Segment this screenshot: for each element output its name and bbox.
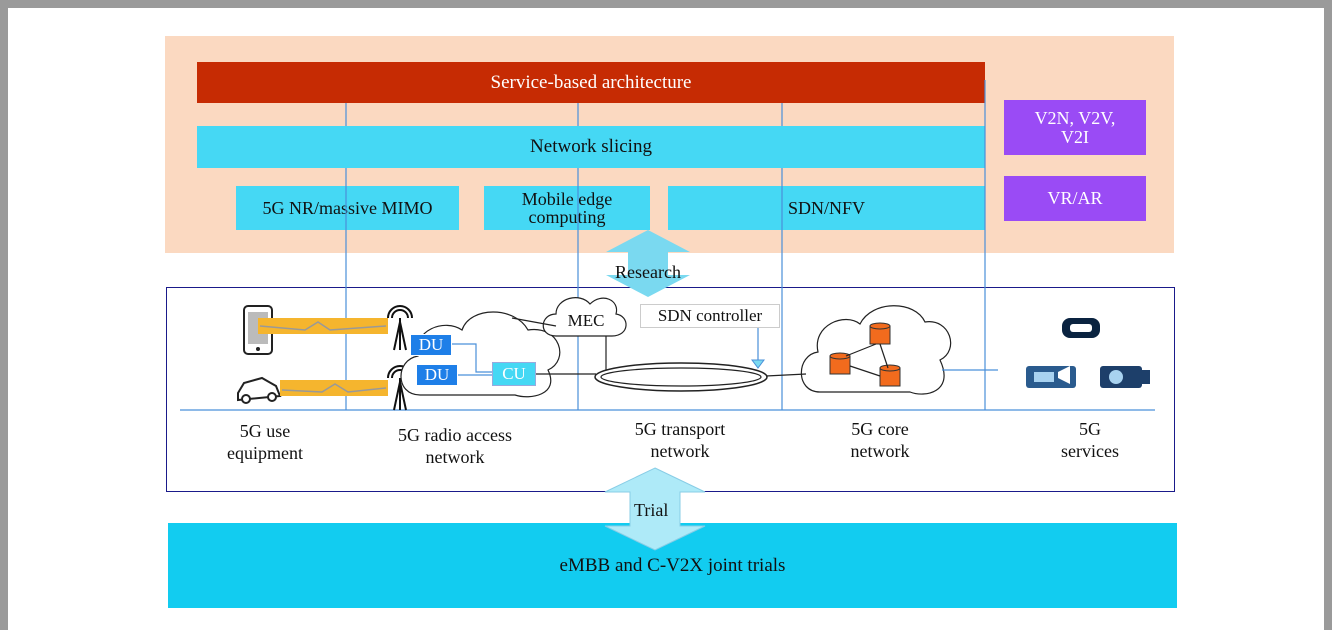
transport-core-link [765, 373, 807, 377]
mec-box-line1: Mobile edge [521, 189, 613, 209]
radio-link-car [280, 380, 388, 396]
antenna-tower-top [387, 305, 413, 351]
du-box-bottom: DU [416, 364, 458, 386]
database-links [845, 343, 889, 377]
antenna-tower-bottom [387, 365, 413, 411]
mec-box-line2: computing [528, 207, 606, 227]
car-icon [237, 376, 282, 404]
v2x-box: V2N, V2V, V2I [1004, 100, 1146, 155]
sdn-controller-box: SDN controller [640, 304, 780, 328]
mec-cloud [542, 297, 627, 337]
segment-label-transport: 5G transport network [605, 418, 755, 462]
nr-mimo-box: 5G NR/massive MIMO [236, 186, 459, 230]
mec-cloud-label: MEC [567, 311, 605, 330]
database-icon [879, 364, 901, 387]
mobile-edge-computing-box: Mobile edge computing [484, 186, 650, 230]
camera-icon [1100, 366, 1150, 388]
segment-transport-line2: network [650, 441, 710, 461]
cu-box: CU [492, 362, 536, 386]
guide-lines [180, 80, 1155, 411]
segment-ran-line1: 5G radio access [398, 425, 512, 445]
v2x-car-icon [1026, 366, 1076, 388]
segment-label-services: 5G services [1040, 418, 1140, 462]
segment-ue-line1: 5G use [239, 421, 291, 441]
network-slicing-bar: Network slicing [197, 126, 985, 168]
service-based-architecture-bar: Service-based architecture [197, 62, 985, 103]
research-arrow [606, 230, 690, 297]
segment-services-line1: 5G [1079, 419, 1101, 439]
transport-ring-inner [600, 367, 762, 387]
sdn-nfv-box: SDN/NFV [668, 186, 985, 230]
segment-label-ue: 5G use equipment [210, 420, 320, 464]
radio-link-phone [258, 318, 388, 334]
du-box-top: DU [410, 334, 452, 356]
mec-link [511, 317, 557, 327]
database-icon [869, 322, 891, 345]
segment-label-ran: 5G radio access network [370, 424, 540, 468]
trial-label: Trial [634, 500, 669, 520]
segment-services-line2: services [1061, 441, 1119, 461]
connections [511, 317, 807, 377]
segment-core-line2: network [850, 441, 910, 461]
trial-arrow [604, 467, 706, 551]
du-cu-links [450, 343, 492, 376]
sdn-pointer-head [751, 359, 765, 369]
transport-ring-outer [594, 362, 768, 392]
vr-headset-icon [1062, 318, 1100, 338]
segment-ran-line2: network [425, 447, 485, 467]
v2x-line1: V2N, V2V, [1034, 107, 1116, 128]
segment-label-core: 5G core network [820, 418, 940, 462]
core-cloud [800, 305, 952, 395]
segment-transport-line1: 5G transport [634, 419, 726, 439]
research-label: Research [615, 262, 681, 282]
segment-core-line1: 5G core [851, 419, 909, 439]
v2x-line2: V2I [1060, 126, 1089, 147]
joint-trials-bar: eMBB and C-V2X joint trials [168, 523, 1177, 608]
segment-ue-line2: equipment [227, 443, 303, 463]
vr-ar-box: VR/AR [1004, 176, 1146, 221]
database-icon [829, 352, 851, 375]
